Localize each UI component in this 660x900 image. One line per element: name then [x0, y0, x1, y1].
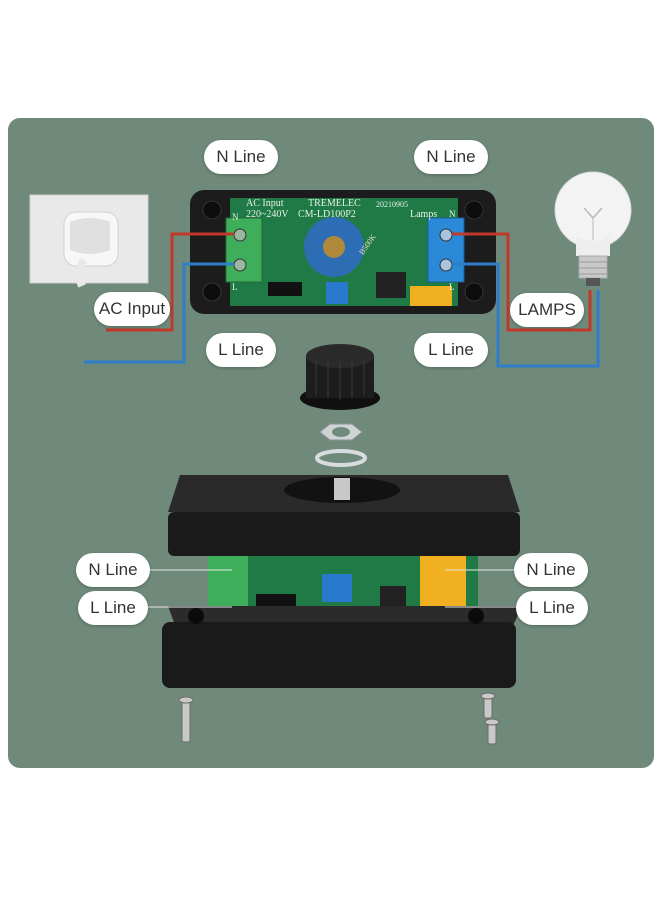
pcb-n-left: N [232, 212, 239, 222]
pcb-voltage-text: 220~240V [246, 209, 289, 220]
pcb-lamps-text: Lamps [410, 209, 438, 220]
label-top-left-l-line: L Line [206, 333, 276, 367]
label-top-right-n-line: N Line [414, 140, 488, 174]
pcb-ac-input-text: AC Input [246, 198, 284, 209]
pcb-n-right: N [449, 209, 456, 219]
screws [178, 692, 500, 745]
label-top-right-l-line: L Line [414, 333, 488, 367]
pcb-brand-text: TREMELEC [308, 198, 361, 209]
wiring [84, 232, 600, 368]
light-bulb [554, 171, 632, 286]
pcb-date-text: 20210905 [376, 200, 408, 209]
label-ac-input: AC Input [94, 292, 170, 326]
top-enclosure [190, 190, 496, 314]
pcb-model-text: CM-LD100P2 [298, 209, 356, 220]
label-lamps: LAMPS [510, 293, 584, 327]
label-leaders [148, 569, 518, 608]
enclosure-base [162, 606, 522, 688]
pcb-l-right: L [449, 282, 455, 292]
exposed-pcb [208, 556, 478, 610]
label-bottom-right-l-line: L Line [516, 591, 588, 625]
label-bottom-right-n-line: N Line [514, 553, 588, 587]
wall-socket [29, 194, 149, 288]
label-top-left-n-line: N Line [204, 140, 278, 174]
enclosure-lid [168, 475, 520, 556]
label-bottom-left-l-line: L Line [78, 591, 148, 625]
knob [300, 344, 380, 410]
label-bottom-left-n-line: N Line [76, 553, 150, 587]
pcb-l-left: L [232, 282, 238, 292]
nut-and-washer [315, 423, 367, 467]
